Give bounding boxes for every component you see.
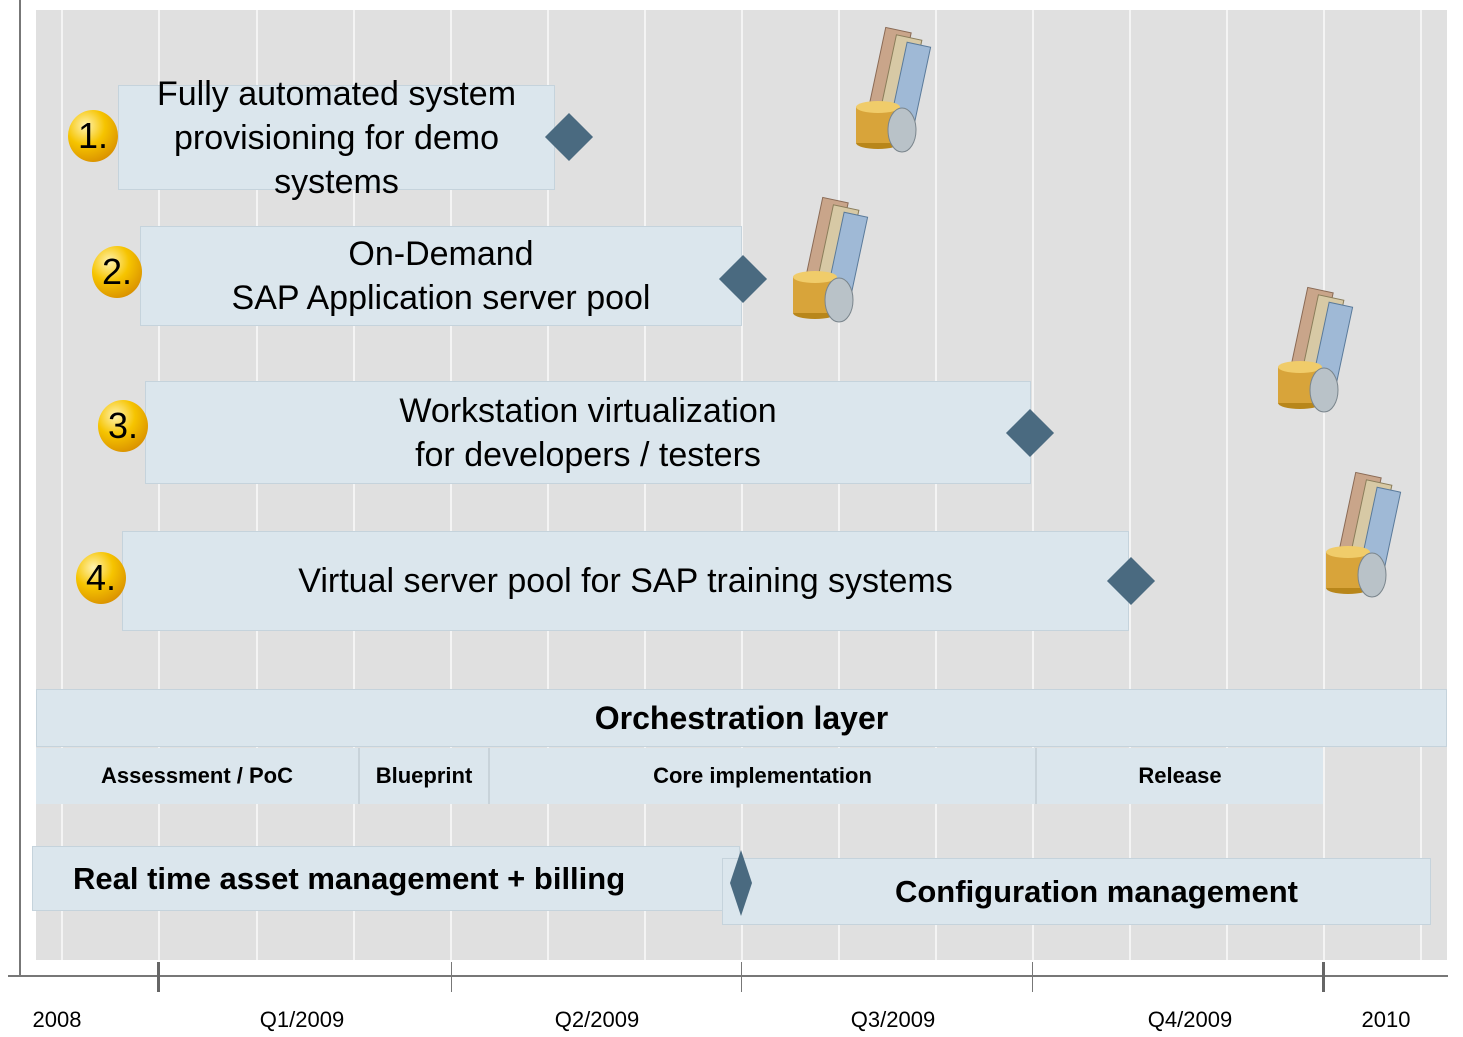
phase-release: Release: [1037, 748, 1323, 804]
project-1-number: 1.: [77, 115, 109, 156]
grid-line: [1129, 10, 1131, 960]
grid-line: [256, 10, 258, 960]
phase-blueprint: Blueprint: [360, 748, 490, 804]
project-3-number-badge: 3.: [98, 400, 148, 452]
money-icon: [856, 26, 932, 153]
asset-management-text: Real time asset management + billing: [73, 860, 626, 896]
grid-line: [1226, 10, 1228, 960]
phase-release-label: Release: [1138, 763, 1222, 788]
grid-line: [838, 10, 840, 960]
grid-line: [547, 10, 549, 960]
grid-line: [1323, 10, 1325, 960]
money-icon: [793, 196, 869, 323]
x-axis-tick: [741, 962, 742, 992]
x-axis-line: [8, 975, 1448, 977]
grid-line: [353, 10, 355, 960]
grid-line: [741, 10, 743, 960]
x-axis-tick: [1032, 962, 1033, 992]
x-axis-label-q3: Q3/2009: [850, 1007, 936, 1032]
x-axis-tick: [157, 962, 160, 992]
project-4-number: 4.: [85, 557, 117, 598]
project-2-number: 2.: [101, 251, 133, 292]
grid-line: [935, 10, 937, 960]
project-2-bar: On-Demand SAP Application server pool: [140, 226, 742, 326]
phase-blueprint-label: Blueprint: [375, 763, 473, 788]
asset-management-bar: Real time asset management + billing: [32, 846, 740, 911]
project-1-text: Fully automated system provisioning for …: [156, 74, 517, 201]
configuration-management-bar: Configuration management: [722, 858, 1431, 925]
money-icon: [1278, 286, 1354, 413]
project-2-text: On-Demand SAP Application server pool: [231, 235, 651, 317]
x-axis-tick: [1322, 962, 1325, 992]
project-3-number: 3.: [107, 405, 139, 446]
project-1-number-badge: 1.: [68, 110, 118, 162]
project-3-text: Workstation virtualization for developer…: [399, 391, 777, 474]
project-4-bar: Virtual server pool for SAP training sys…: [122, 531, 1129, 631]
project-4-text: Virtual server pool for SAP training sys…: [298, 562, 953, 600]
phase-core-label: Core implementation: [653, 763, 872, 788]
configuration-management-text: Configuration management: [894, 873, 1298, 909]
x-axis-label-q4: Q4/2009: [1147, 1007, 1233, 1032]
grid-line: [61, 10, 63, 960]
project-2-number-badge: 2.: [92, 246, 142, 298]
project-4-number-badge: 4.: [76, 552, 126, 604]
project-3-bar: Workstation virtualization for developer…: [145, 381, 1031, 484]
y-axis-line: [19, 0, 21, 975]
x-axis-label-q2: Q2/2009: [554, 1007, 640, 1032]
x-axis-tick: [451, 962, 452, 992]
grid-line: [1420, 10, 1422, 960]
money-icon: [1326, 471, 1402, 598]
x-axis-label-2010: 2010: [1361, 1007, 1411, 1032]
grid-line: [158, 10, 160, 960]
phase-assessment-label: Assessment / PoC: [101, 763, 293, 788]
grid-line: [450, 10, 452, 960]
x-axis-label-2008: 2008: [32, 1007, 82, 1032]
orchestration-title: Orchestration layer: [594, 699, 889, 736]
milestone-diamond-icon: [730, 850, 752, 916]
grid-line: [644, 10, 646, 960]
orchestration-layer-bar: Orchestration layer: [36, 689, 1447, 747]
project-1-bar: Fully automated system provisioning for …: [118, 75, 555, 201]
x-axis-label-q1: Q1/2009: [259, 1007, 345, 1032]
phase-core-implementation: Core implementation: [490, 748, 1037, 804]
grid-line: [1032, 10, 1034, 960]
phase-assessment: Assessment / PoC: [36, 748, 360, 804]
